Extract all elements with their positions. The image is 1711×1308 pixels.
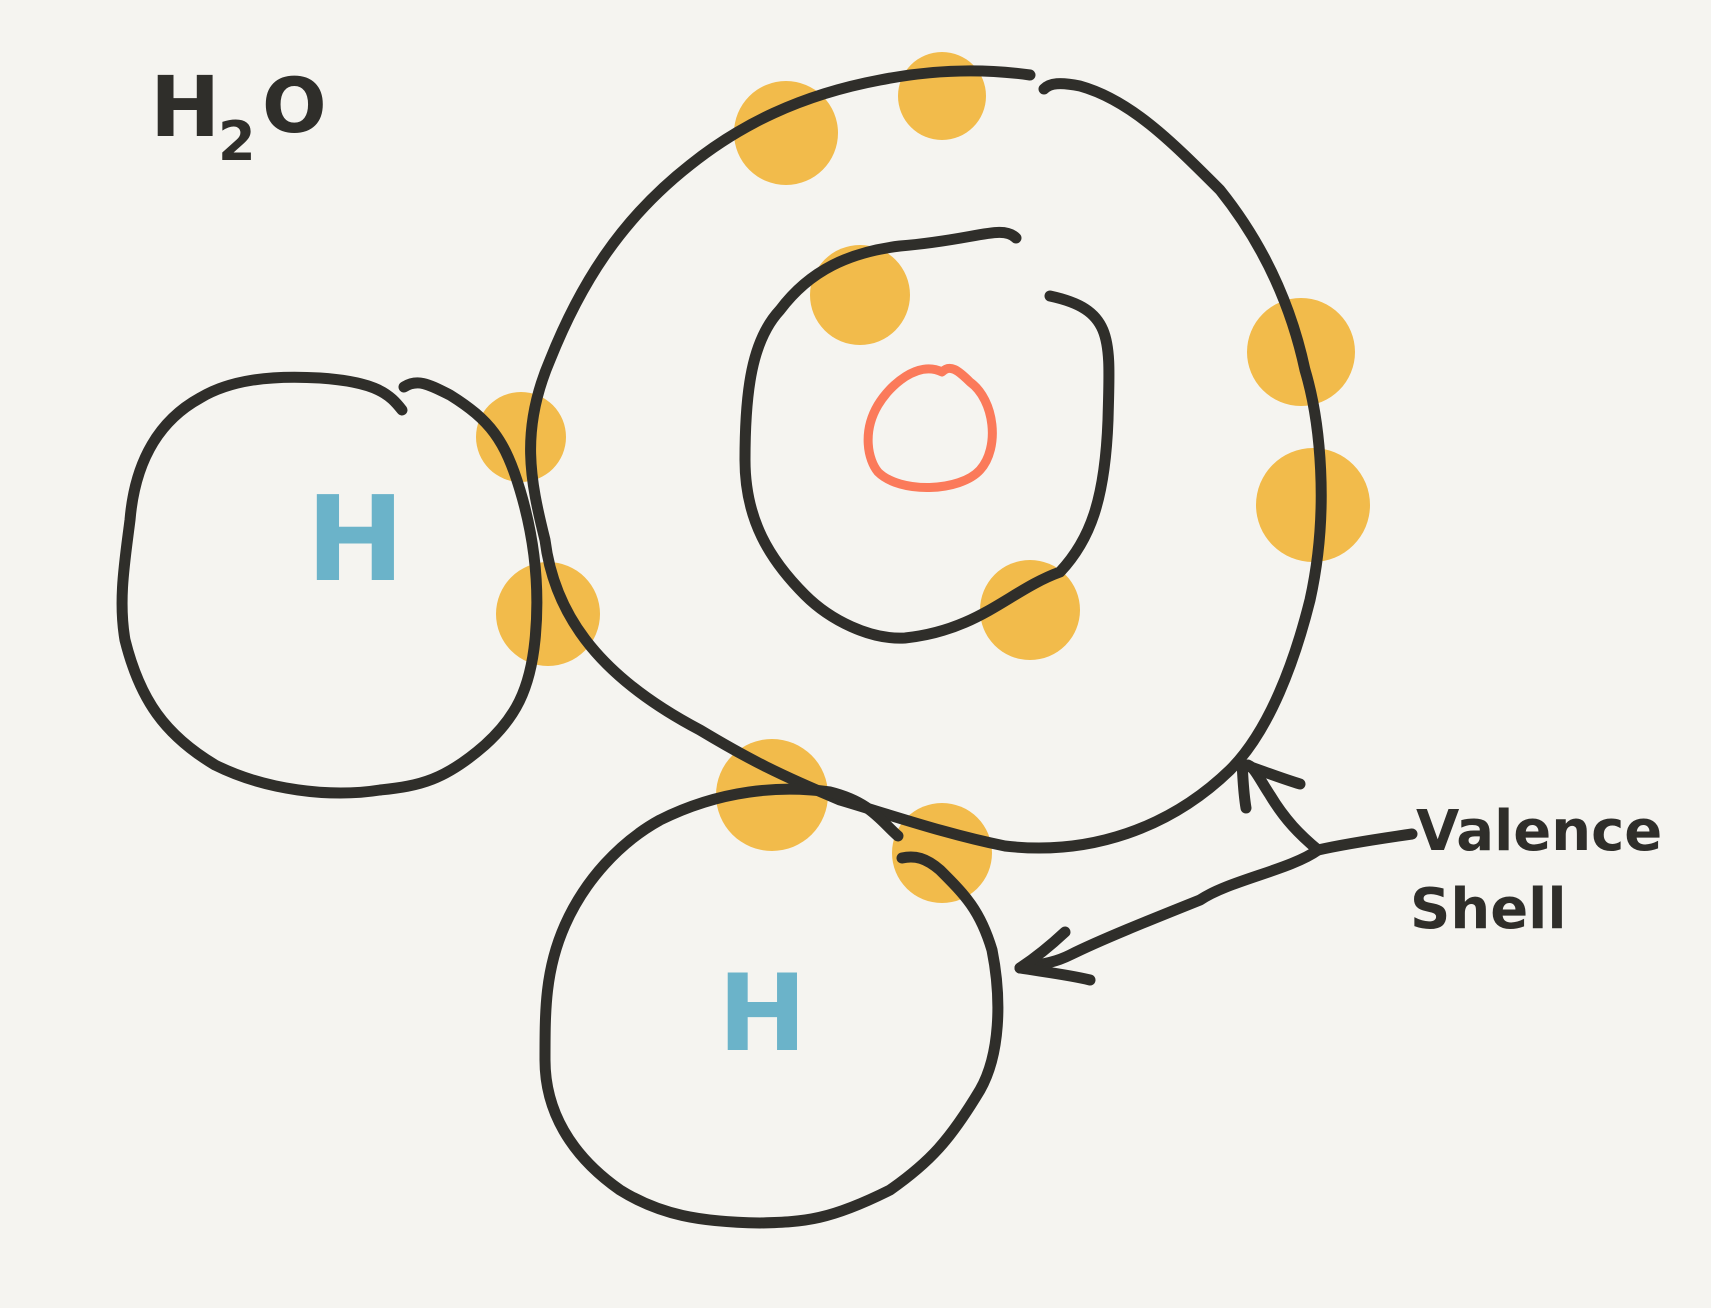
formula-h: H [150,58,220,156]
oxygen-inner-shell [739,227,1115,644]
valence-electron [476,392,566,482]
arrow-to-hydrogen-shell [1014,844,1324,974]
valence-shell-label: Valence Shell [1410,799,1662,942]
hydrogen-bottom-symbol: H [718,952,807,1075]
annotation-arrows [1014,758,1418,986]
oxygen-nucleus [863,363,997,492]
molecule-formula: H 2 O [150,58,327,173]
arrowhead-valence-shell [1236,758,1306,814]
label-line-shell: Shell [1410,877,1567,942]
hydrogen-left-shell [116,371,543,799]
formula-o: O [262,61,327,150]
electrons [476,52,1370,903]
oxygen-valence-shell [525,65,1327,854]
hydrogen-bottom-shell [539,783,1004,1229]
valence-electron [496,562,600,666]
formula-subscript: 2 [218,110,256,173]
valence-electron [734,81,838,185]
valence-electron [898,52,986,140]
arrow-to-valence-shell [1242,759,1418,856]
arrowhead-hydrogen-shell [1014,926,1096,986]
valence-electron [1256,448,1370,562]
inner-electron [980,560,1080,660]
hydrogen-left-symbol: H [306,470,405,608]
label-line-valence: Valence [1416,799,1662,864]
inner-electron [810,245,910,345]
